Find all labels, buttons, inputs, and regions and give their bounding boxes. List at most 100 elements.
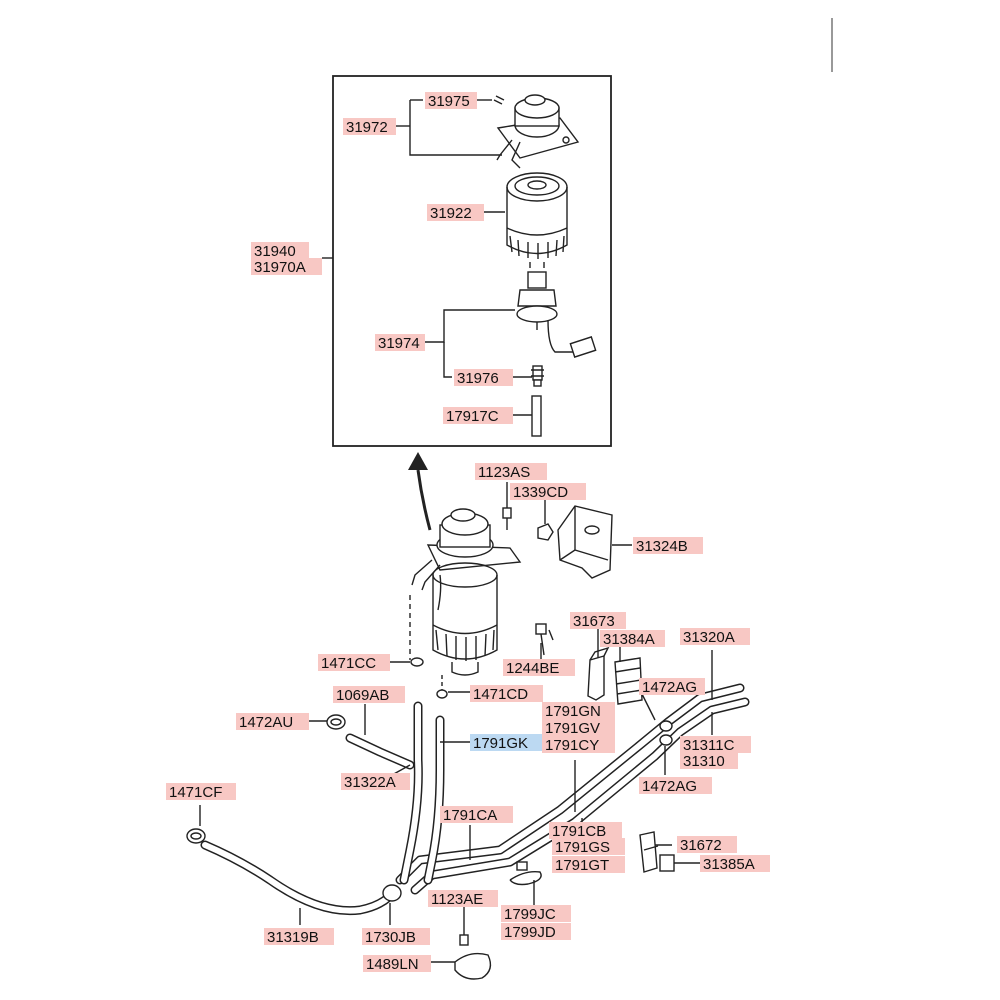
part-number-text: 31922 [430,205,472,222]
part-label-background [542,719,615,736]
part-label-1730jb: 1730JB [362,928,430,946]
part-label-31673: 31673 [570,612,626,630]
part-number-text: 1489LN [366,956,419,973]
bolt-1123ae-drawing [459,905,469,946]
part-number-text: 1791GT [555,857,609,874]
part-number-text: 31976 [457,370,499,387]
part-number-text: 1472AU [239,714,293,731]
part-label-background [680,736,751,753]
part-label-background [570,612,626,629]
part-label-background [440,806,513,823]
part-number-text: 1123AE [431,891,483,908]
bolt-1244be-drawing [535,623,554,656]
part-label-background [454,369,513,386]
part-label-17917c: 17917C [443,407,513,425]
clamp-1471cf-drawing [186,828,206,844]
part-number-text: 31311C [683,737,735,754]
part-number-text: 31972 [346,119,388,136]
harness-1799jc-drawing [509,861,542,905]
part-number-text: 31324B [636,538,688,555]
part-label-1123as: 1123AS [475,463,547,481]
part-number-text: 31975 [428,93,470,110]
part-label-1791cy: 1791CY [542,736,615,754]
part-label-background [680,752,738,769]
part-label-background [501,923,571,940]
part-label-31974: 31974 [375,334,425,352]
filter-cartridge-drawing [506,172,568,268]
part-label-background [503,659,575,676]
part-label-background [427,204,484,221]
part-label-31384a: 31384A [600,630,665,648]
part-label-1472ag: 1472AG [639,678,705,696]
filter-head-drawing [493,94,580,169]
part-label-1471cc: 1471CC [318,654,390,672]
part-label-1791gk: 1791GK [470,734,542,752]
part-label-1791gn: 1791GN [542,702,615,720]
part-label-background [428,890,498,907]
part-number-text: 31319B [267,929,319,946]
part-number-text: 1730JB [365,929,416,946]
part-label-1791gv: 1791GV [542,719,615,737]
part-label-1069ab: 1069AB [333,686,405,704]
part-number-text: 1791CB [552,823,606,840]
part-number-text: 1244BE [506,660,559,677]
part-label-background [677,836,737,853]
part-label-background [166,783,236,800]
part-label-background [680,628,750,645]
part-label-1791ca: 1791CA [440,806,513,824]
part-number-text: 31974 [378,335,420,352]
part-label-31970a: 31970A [251,258,322,276]
part-label-background [470,685,543,702]
part-number-text: 1472AG [642,778,697,795]
part-number-text: 31673 [573,613,615,630]
part-number-text: 1791GS [555,839,610,856]
part-number-text: 31940 [254,243,296,260]
part-number-text: 1471CC [321,655,376,672]
part-number-text: 1123AS [478,464,530,481]
part-number-text: 1472AG [642,679,697,696]
part-label-1799jd: 1799JD [501,923,571,941]
drain-tube-drawing [531,395,542,437]
part-label-background [333,686,405,703]
part-label-background [501,905,571,922]
part-label-background [552,838,625,855]
part-label-31672: 31672 [677,836,737,854]
part-number-text: 1069AB [336,687,389,704]
clamp-1472au-drawing [326,714,346,730]
part-label-background [375,334,425,351]
part-label-1489ln: 1489LN [363,955,431,973]
part-label-31322a: 31322A [341,773,410,791]
part-label-background [549,822,622,839]
part-number-text: 31384A [603,631,655,648]
small-clamp-1471cc-drawing [410,657,424,667]
part-label-background [264,928,334,945]
part-label-31385a: 31385A [700,855,770,873]
part-number-text: 1791CY [545,737,599,754]
part-label-1471cd: 1471CD [470,685,543,703]
part-label-background [600,630,665,647]
part-label-1472ag: 1472AG [639,777,712,795]
part-number-text: 31310 [683,753,725,770]
part-label-background [362,928,430,945]
part-label-background [363,955,431,972]
part-label-background [341,773,410,790]
inset-leader-lines [322,99,532,416]
part-label-background [639,678,705,695]
part-label-31940: 31940 [251,242,309,260]
part-label-31324b: 31324B [633,537,703,555]
part-label-background [700,855,770,872]
bolt-1123as-drawing [502,482,512,530]
part-label-background [552,856,625,873]
part-label-31320a: 31320A [680,628,750,646]
part-label-1791cb: 1791CB [549,822,622,840]
part-label-31310: 31310 [680,752,738,770]
water-sensor-drawing [516,271,597,358]
part-number-text: 1791GV [545,720,600,737]
part-number-text: 1791CA [443,807,497,824]
part-label-background [510,483,586,500]
small-clamp-1471cd-drawing [436,689,448,699]
part-label-background [343,118,396,135]
clamp-1472ag-drawing [659,720,673,746]
part-number-text: 1799JC [504,906,556,923]
